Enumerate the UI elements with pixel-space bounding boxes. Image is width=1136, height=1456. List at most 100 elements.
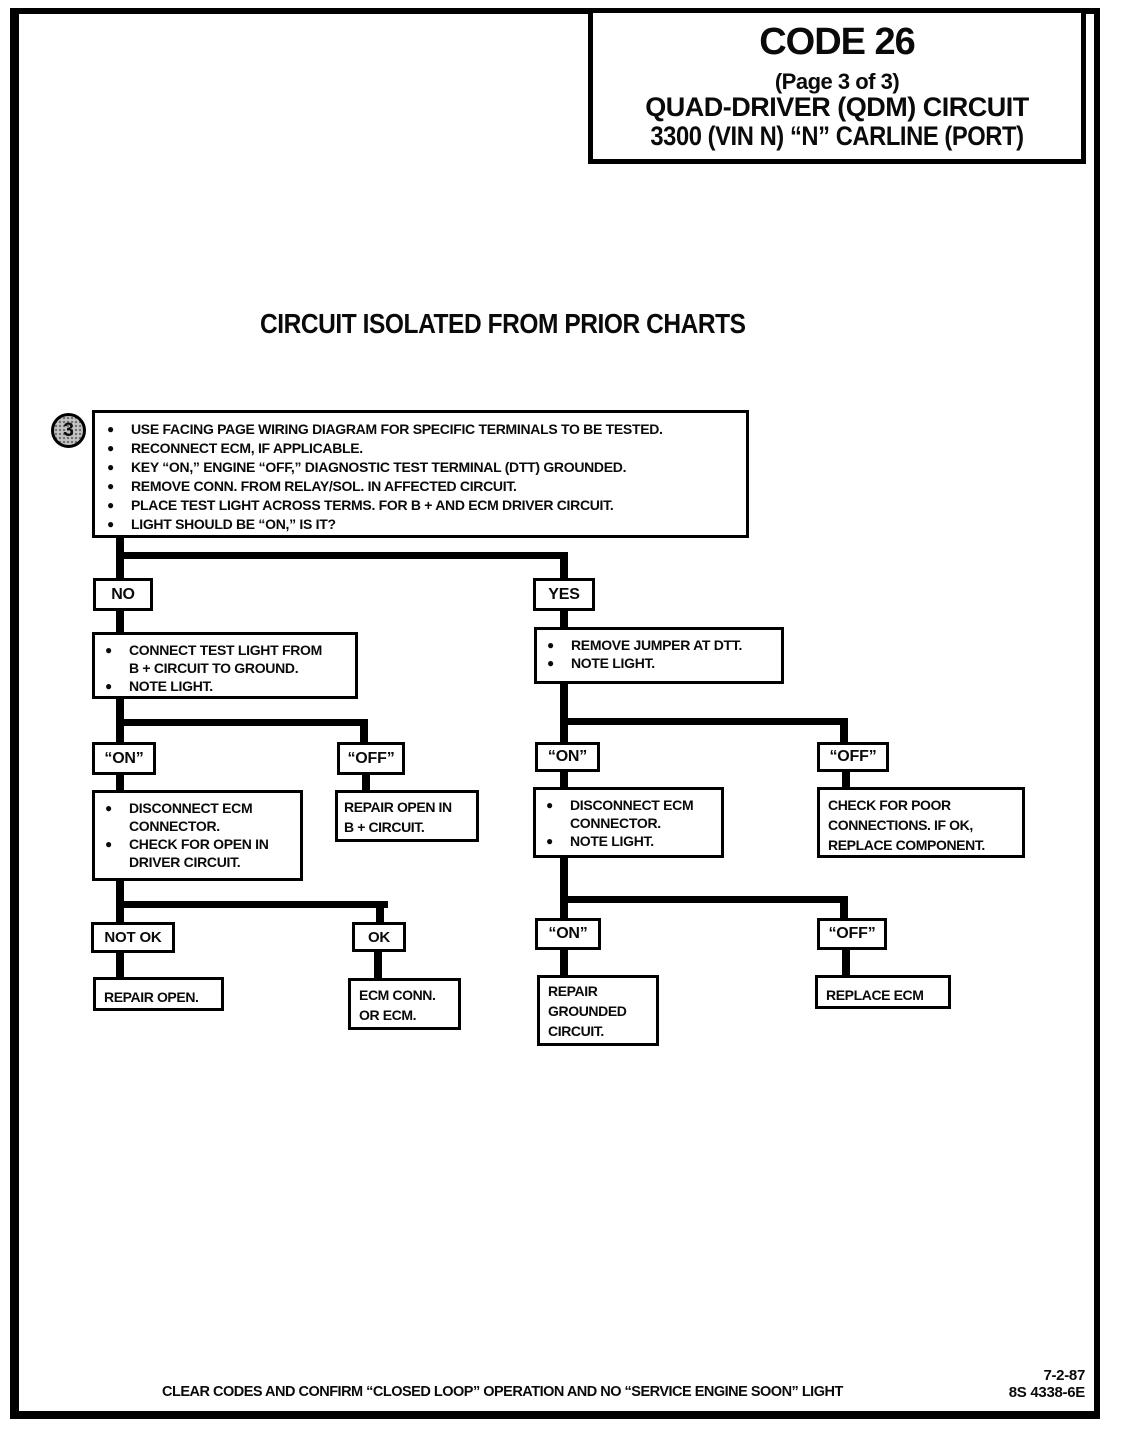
bullet-icon: ● — [107, 422, 114, 436]
connector-line — [116, 775, 124, 790]
connector-line — [560, 858, 568, 898]
action-text: NOTE LIGHT. — [570, 833, 654, 849]
decision-label-on-left: “ON” — [92, 742, 156, 775]
instruction-text: USE FACING PAGE WIRING DIAGRAM FOR SPECI… — [131, 421, 663, 437]
bullet-icon: ● — [105, 679, 112, 693]
connector-line — [116, 901, 388, 908]
list-item: ● KEY “ON,” ENGINE “OFF,” DIAGNOSTIC TEST… — [107, 458, 742, 477]
action-text: CHECK FOR OPEN IN — [129, 836, 269, 852]
action-text: CONNECTOR. — [129, 818, 220, 834]
connector-line — [560, 903, 568, 918]
connector-line — [360, 726, 368, 742]
result-text: REPAIR — [548, 983, 598, 999]
connector-line — [116, 552, 568, 559]
no-action-node: ● CONNECT TEST LIGHT FROM B + CIRCUIT TO G… — [92, 632, 358, 699]
connector-line — [560, 896, 848, 903]
decision-label-not-ok: NOT OK — [91, 922, 175, 953]
instruction-text: REMOVE CONN. FROM RELAY/SOL. IN AFFECTED… — [131, 478, 517, 494]
right-on-action-node: ● DISCONNECT ECM CONNECTOR. ● NOTE LIGHT. — [533, 787, 724, 858]
footer-doc-number: 8S 4338-6E — [1008, 1384, 1086, 1401]
connector-line — [116, 611, 124, 632]
bullet-icon: ● — [547, 638, 554, 652]
page-border — [10, 8, 1100, 1419]
page-indicator: (Page 3 of 3) — [774, 68, 900, 94]
action-text: DISCONNECT ECM — [570, 797, 694, 813]
result-text: CHECK FOR POOR — [828, 797, 951, 813]
list-item: ● CONNECT TEST LIGHT FROM B + CIRCUIT TO G… — [105, 641, 351, 677]
list-item: ●LIGHT SHOULD BE “ON,” IS IT? — [107, 515, 742, 534]
connector-line — [116, 881, 124, 905]
instruction-text: PLACE TEST LIGHT ACROSS TERMS. FOR B + A… — [131, 497, 614, 513]
bullet-icon: ● — [105, 837, 112, 851]
bullet-icon: ● — [105, 643, 112, 657]
result-text: CONNECTIONS. IF OK, — [828, 817, 973, 833]
bullet-icon: ● — [546, 834, 553, 848]
connector-line — [116, 559, 124, 578]
connector-line — [560, 684, 568, 722]
title-box: CODE 26 (Page 3 of 3) QUAD-DRIVER (QDM) … — [588, 8, 1086, 164]
action-text: CONNECTOR. — [570, 815, 661, 831]
result-text: REPLACE COMPONENT. — [828, 837, 985, 853]
bullet-icon: ● — [107, 498, 114, 512]
result-text: GROUNDED — [548, 1003, 627, 1019]
yes-action-node: ● REMOVE JUMPER AT DTT. ● NOTE LIGHT. — [534, 627, 784, 684]
connector-line — [560, 718, 848, 725]
bullet-icon: ● — [546, 798, 553, 812]
action-text: NOTE LIGHT. — [571, 655, 655, 671]
list-item: ● DISCONNECT ECM CONNECTOR. — [546, 796, 717, 832]
list-item: ● NOTE LIGHT. — [546, 832, 717, 850]
repair-open-node: REPAIR OPEN. — [93, 977, 224, 1011]
connector-line — [116, 908, 124, 922]
footer-date: 7-2-87 — [1043, 1367, 1085, 1384]
connector-line — [116, 719, 368, 726]
result-text: OR ECM. — [359, 1007, 417, 1023]
decision-label-yes: YES — [533, 578, 595, 611]
section-heading: CIRCUIT ISOLATED FROM PRIOR CHARTS — [260, 308, 746, 339]
list-item: ● RECONNECT ECM, IF APPLICABLE. — [107, 439, 742, 458]
action-text: CONNECT TEST LIGHT FROM — [129, 642, 322, 658]
result-text: B + CIRCUIT. — [344, 819, 425, 835]
bullet-icon: ● — [107, 460, 114, 474]
check-poor-connections-node: CHECK FOR POOR CONNECTIONS. IF OK, REPLA… — [817, 787, 1025, 858]
circuit-title: QUAD-DRIVER (QDM) CIRCUIT — [645, 91, 1029, 122]
bullet-icon: ● — [107, 479, 114, 493]
decision-label-ok: OK — [352, 922, 406, 952]
result-text: CIRCUIT. — [548, 1023, 604, 1039]
connector-line — [362, 775, 370, 790]
replace-ecm-node: REPLACE ECM — [815, 975, 951, 1009]
action-text: REMOVE JUMPER AT DTT. — [571, 637, 743, 653]
decision-label-on-right: “ON” — [535, 742, 600, 772]
instruction-text: KEY “ON,” ENGINE “OFF,” DIAGNOSTIC TEST … — [131, 459, 627, 475]
bullet-icon: ● — [107, 441, 114, 455]
connector-line — [116, 536, 124, 558]
connector-line — [560, 772, 568, 787]
connector-line — [116, 726, 124, 742]
result-text: REPAIR OPEN. — [104, 989, 199, 1005]
result-text: REPAIR OPEN IN — [344, 799, 452, 815]
list-item: ● REMOVE JUMPER AT DTT. — [547, 636, 777, 654]
decision-label-off-right: “OFF” — [817, 742, 889, 772]
step-number: 3 — [63, 419, 74, 441]
action-text: B + CIRCUIT TO GROUND. — [129, 660, 299, 676]
code-title: CODE 26 — [759, 21, 916, 63]
connector-line — [560, 611, 568, 627]
connector-line — [560, 559, 568, 578]
bullet-icon: ● — [547, 656, 554, 670]
list-item: ● REMOVE CONN. FROM RELAY/SOL. IN AFFECTE… — [107, 477, 742, 496]
decision-label-off-left: “OFF” — [337, 742, 405, 775]
result-text: ECM CONN. — [359, 987, 436, 1003]
decision-label-no: NO — [93, 578, 153, 611]
list-item: ●NOTE LIGHT. — [105, 677, 351, 695]
instruction-text: RECONNECT ECM, IF APPLICABLE. — [131, 440, 363, 456]
repair-open-b-plus-node: REPAIR OPEN IN B + CIRCUIT. — [335, 790, 479, 842]
action-text: DRIVER CIRCUIT. — [129, 854, 241, 870]
list-item: ● CHECK FOR OPEN IN DRIVER CIRCUIT. — [105, 835, 296, 871]
bullet-icon: ● — [105, 801, 112, 815]
connector-line — [116, 699, 124, 722]
list-item: ● USE FACING PAGE WIRING DIAGRAM FOR SPEC… — [107, 420, 742, 439]
connector-line — [842, 950, 850, 975]
connector-line — [116, 953, 124, 977]
